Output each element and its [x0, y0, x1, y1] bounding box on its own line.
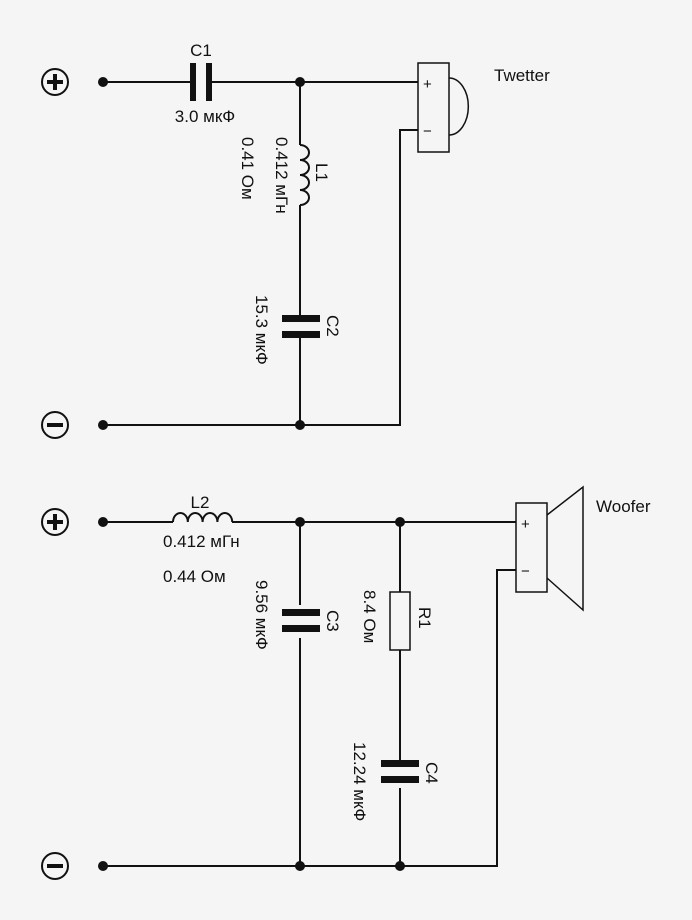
node-dot	[295, 420, 305, 430]
l2-name: L2	[191, 493, 210, 512]
r1-value: 8.4 Ом	[360, 590, 379, 643]
minus-terminal-icon	[41, 411, 69, 439]
l2-value: 0.412 мГн	[163, 532, 240, 551]
c1-name: C1	[190, 41, 212, 60]
c2-name: C2	[323, 315, 342, 337]
capacitor-c3-icon	[282, 609, 320, 632]
tweeter-speaker-icon	[417, 62, 470, 153]
inductor-l2-icon	[172, 512, 234, 523]
plus-terminal-icon	[41, 508, 69, 536]
c3-name: C3	[323, 610, 342, 632]
wire	[103, 521, 516, 867]
plus-terminal-icon	[41, 68, 69, 96]
tweeter-section: C1 3.0 мкФ L1 0.412 мГн 0.41 Ом C2 15.3 …	[41, 41, 550, 439]
l1-value: 0.412 мГн	[272, 137, 291, 214]
l2-resistance: 0.44 Ом	[163, 567, 226, 586]
capacitor-c4-icon	[381, 760, 419, 783]
wire	[103, 81, 418, 426]
c1-value: 3.0 мкФ	[175, 107, 235, 126]
capacitor-c2-icon	[282, 315, 320, 338]
node-dot	[98, 861, 108, 871]
woofer-plus: +	[521, 516, 530, 533]
minus-terminal-icon	[41, 852, 69, 880]
woofer-minus: −	[521, 563, 530, 580]
node-dot	[295, 861, 305, 871]
c2-value: 15.3 мкФ	[252, 295, 271, 365]
c3-value: 9.56 мкФ	[252, 580, 271, 650]
woofer-speaker-icon	[515, 485, 584, 612]
c4-name: C4	[422, 762, 441, 784]
l1-name: L1	[312, 163, 331, 182]
node-dot	[98, 420, 108, 430]
tweeter-plus: +	[423, 76, 432, 93]
node-dot	[98, 77, 108, 87]
woofer-label: Woofer	[596, 497, 651, 516]
woofer-section: L2 0.412 мГн 0.44 Ом C3 9.56 мкФ R1 8.4 …	[41, 485, 651, 880]
node-dot	[395, 861, 405, 871]
tweeter-label: Twetter	[494, 66, 550, 85]
l1-resistance: 0.41 Ом	[238, 137, 257, 200]
node-dot	[295, 77, 305, 87]
resistor-r1-icon	[389, 591, 411, 651]
capacitor-c1-icon	[190, 63, 212, 101]
r1-name: R1	[415, 607, 434, 629]
node-dot	[98, 517, 108, 527]
c4-value: 12.24 мкФ	[350, 742, 369, 821]
node-dot	[295, 517, 305, 527]
tweeter-minus: −	[423, 123, 432, 140]
node-dot	[395, 517, 405, 527]
inductor-l1-icon	[299, 144, 310, 206]
